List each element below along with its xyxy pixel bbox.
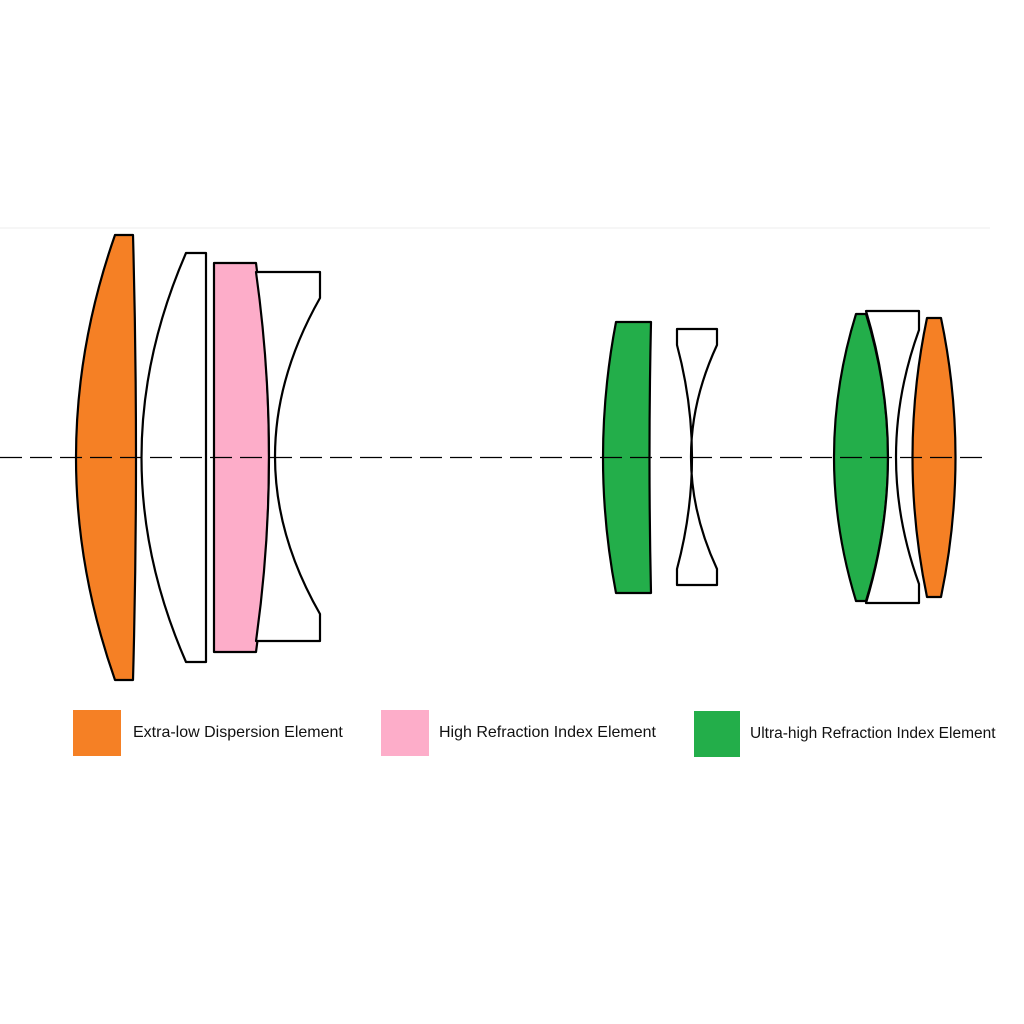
legend-label-extra-low-dispersion: Extra-low Dispersion Element (133, 724, 343, 741)
legend-swatch-ultra-high-refraction (694, 711, 740, 757)
legend-item-ultra-high-refraction: Ultra-high Refraction Index Element (694, 710, 996, 758)
legend-swatch-high-refraction (381, 710, 429, 756)
lens-element-4 (254, 270, 322, 643)
lens-element-5 (601, 320, 653, 595)
legend-label-high-refraction: High Refraction Index Element (439, 724, 656, 741)
lens-element-6 (675, 327, 719, 587)
lens-element-8 (864, 309, 921, 605)
legend-label-ultra-high-refraction: Ultra-high Refraction Index Element (750, 725, 996, 742)
legend-swatch-extra-low-dispersion (73, 710, 121, 756)
lens-element-2 (140, 251, 208, 664)
legend-item-high-refraction: High Refraction Index Element (381, 709, 656, 757)
legend-item-extra-low-dispersion: Extra-low Dispersion Element (73, 709, 343, 757)
